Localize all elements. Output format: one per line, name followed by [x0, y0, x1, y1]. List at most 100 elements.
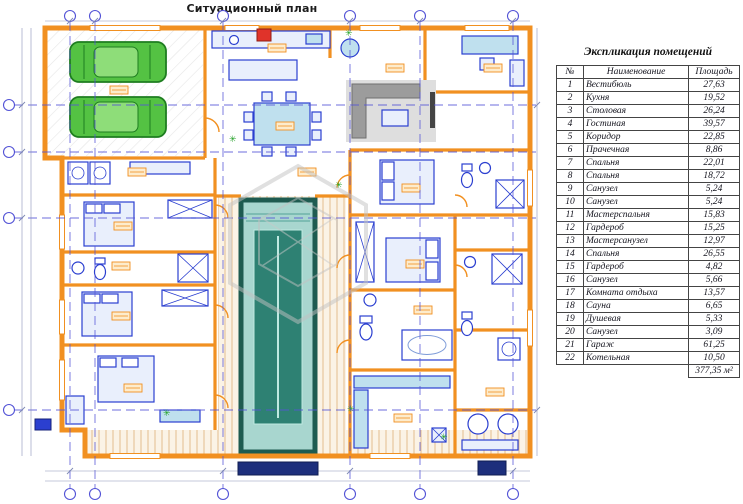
room-number: 6	[556, 143, 584, 157]
room-name: Санузел	[583, 182, 689, 196]
room-name: Столовая	[583, 104, 689, 118]
room-area: 61,25	[688, 338, 740, 352]
room-area: 22,85	[688, 130, 740, 144]
study-furniture	[461, 35, 525, 87]
header-name: Наименование	[583, 65, 689, 79]
room-number: 14	[556, 247, 584, 261]
plant-icon: ✳	[229, 135, 237, 145]
room-number: 7	[556, 156, 584, 170]
room-name: Санузел	[583, 195, 689, 209]
car	[69, 96, 167, 138]
room-number: 5	[556, 130, 584, 144]
room-number: 21	[556, 338, 584, 352]
watermark	[228, 163, 368, 325]
car	[69, 41, 167, 83]
explication-header-row: № Наименование Площадь	[556, 65, 740, 79]
room-name: Кухня	[583, 91, 689, 105]
room-name: Котельная	[583, 351, 689, 365]
room-name: Вестибюль	[583, 78, 689, 92]
kitchen-furniture	[211, 28, 331, 81]
room-name: Мастерспальня	[583, 208, 689, 222]
room-name: Спальня	[583, 169, 689, 183]
room-number: 11	[556, 208, 584, 222]
plant-icon: ✳	[163, 409, 171, 419]
bathroom-fixtures	[71, 161, 521, 361]
room-number: 13	[556, 234, 584, 248]
room-area: 10,50	[688, 351, 740, 365]
room-area: 26,55	[688, 247, 740, 261]
room-number: 9	[556, 182, 584, 196]
plant-icon: ✳	[335, 181, 343, 191]
sauna-furniture	[353, 375, 451, 449]
room-area: 15,83	[688, 208, 740, 222]
room-number: 20	[556, 325, 584, 339]
room-area: 18,72	[688, 169, 740, 183]
room-area: 6,65	[688, 299, 740, 313]
room-area: 39,57	[688, 117, 740, 131]
room-number: 1	[556, 78, 584, 92]
room-area: 5,66	[688, 273, 740, 287]
total-area: 377,35 м²	[688, 364, 740, 378]
room-area: 3,09	[688, 325, 740, 339]
room-name: Гардероб	[583, 260, 689, 274]
explication-panel: Экспликация помещений № Наименование Пло…	[556, 46, 740, 378]
header-area: Площадь	[688, 65, 740, 79]
room-number: 10	[556, 195, 584, 209]
room-area: 13,57	[688, 286, 740, 300]
room-name: Спальня	[583, 247, 689, 261]
room-name: Прачечная	[583, 143, 689, 157]
explication-total-row: 377,35 м²	[557, 364, 740, 378]
room-number: 8	[556, 169, 584, 183]
room-name: Мастерсанузел	[583, 234, 689, 248]
room-number: 18	[556, 299, 584, 313]
room-number: 15	[556, 260, 584, 274]
room-area: 26,24	[688, 104, 740, 118]
room-name: Гостиная	[583, 117, 689, 131]
room-area: 22,01	[688, 156, 740, 170]
room-name: Душевая	[583, 312, 689, 326]
room-number: 2	[556, 91, 584, 105]
room-name: Сауна	[583, 299, 689, 313]
room-area: 19,52	[688, 91, 740, 105]
room-area: 12,97	[688, 234, 740, 248]
room-name: Комната отдыха	[583, 286, 689, 300]
room-name: Спальня	[583, 156, 689, 170]
plant-icon: ✳	[345, 29, 353, 39]
room-number: 3	[556, 104, 584, 118]
room-area: 5,24	[688, 182, 740, 196]
room-number: 4	[556, 117, 584, 131]
room-name: Коридор	[583, 130, 689, 144]
room-name: Гараж	[583, 338, 689, 352]
room-name: Санузел	[583, 273, 689, 287]
room-area: 8,86	[688, 143, 740, 157]
room-number: 12	[556, 221, 584, 235]
axis-grid	[2, 9, 536, 501]
room-label-markers	[109, 43, 505, 423]
bedroom-furniture	[65, 159, 441, 425]
room-area: 15,25	[688, 221, 740, 235]
room-number: 17	[556, 286, 584, 300]
room-name: Санузел	[583, 325, 689, 339]
room-area: 27,63	[688, 78, 740, 92]
